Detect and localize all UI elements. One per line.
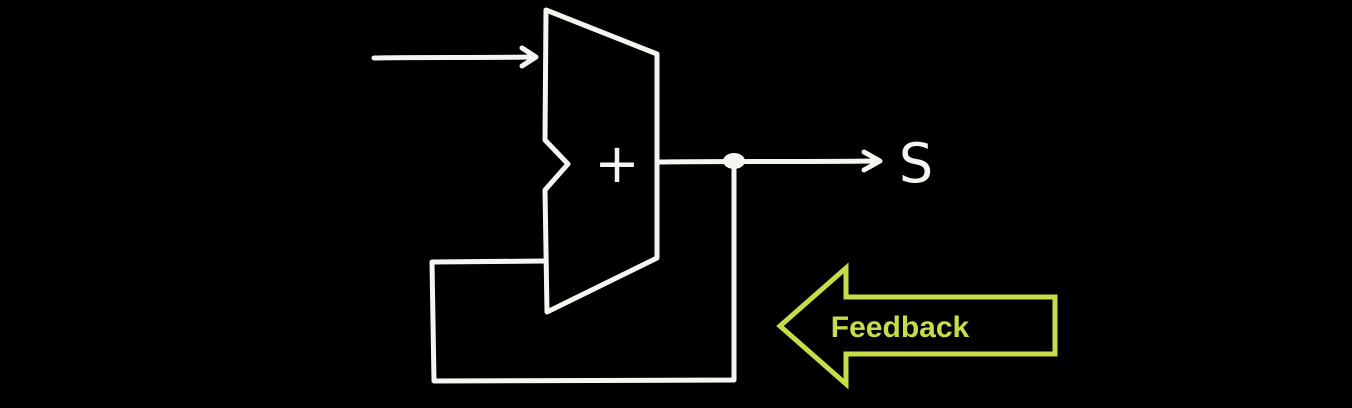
adder-plus-sign: + (594, 132, 639, 195)
output-wire (656, 149, 883, 173)
feedback-loop-wire (429, 167, 737, 384)
input-arrow (371, 45, 539, 69)
adder-block (542, 7, 660, 315)
junction-dot (723, 153, 745, 169)
feedback-callout-arrow (776, 262, 1058, 390)
output-label: S (899, 132, 933, 195)
feedback-callout-label: Feedback (831, 311, 970, 344)
